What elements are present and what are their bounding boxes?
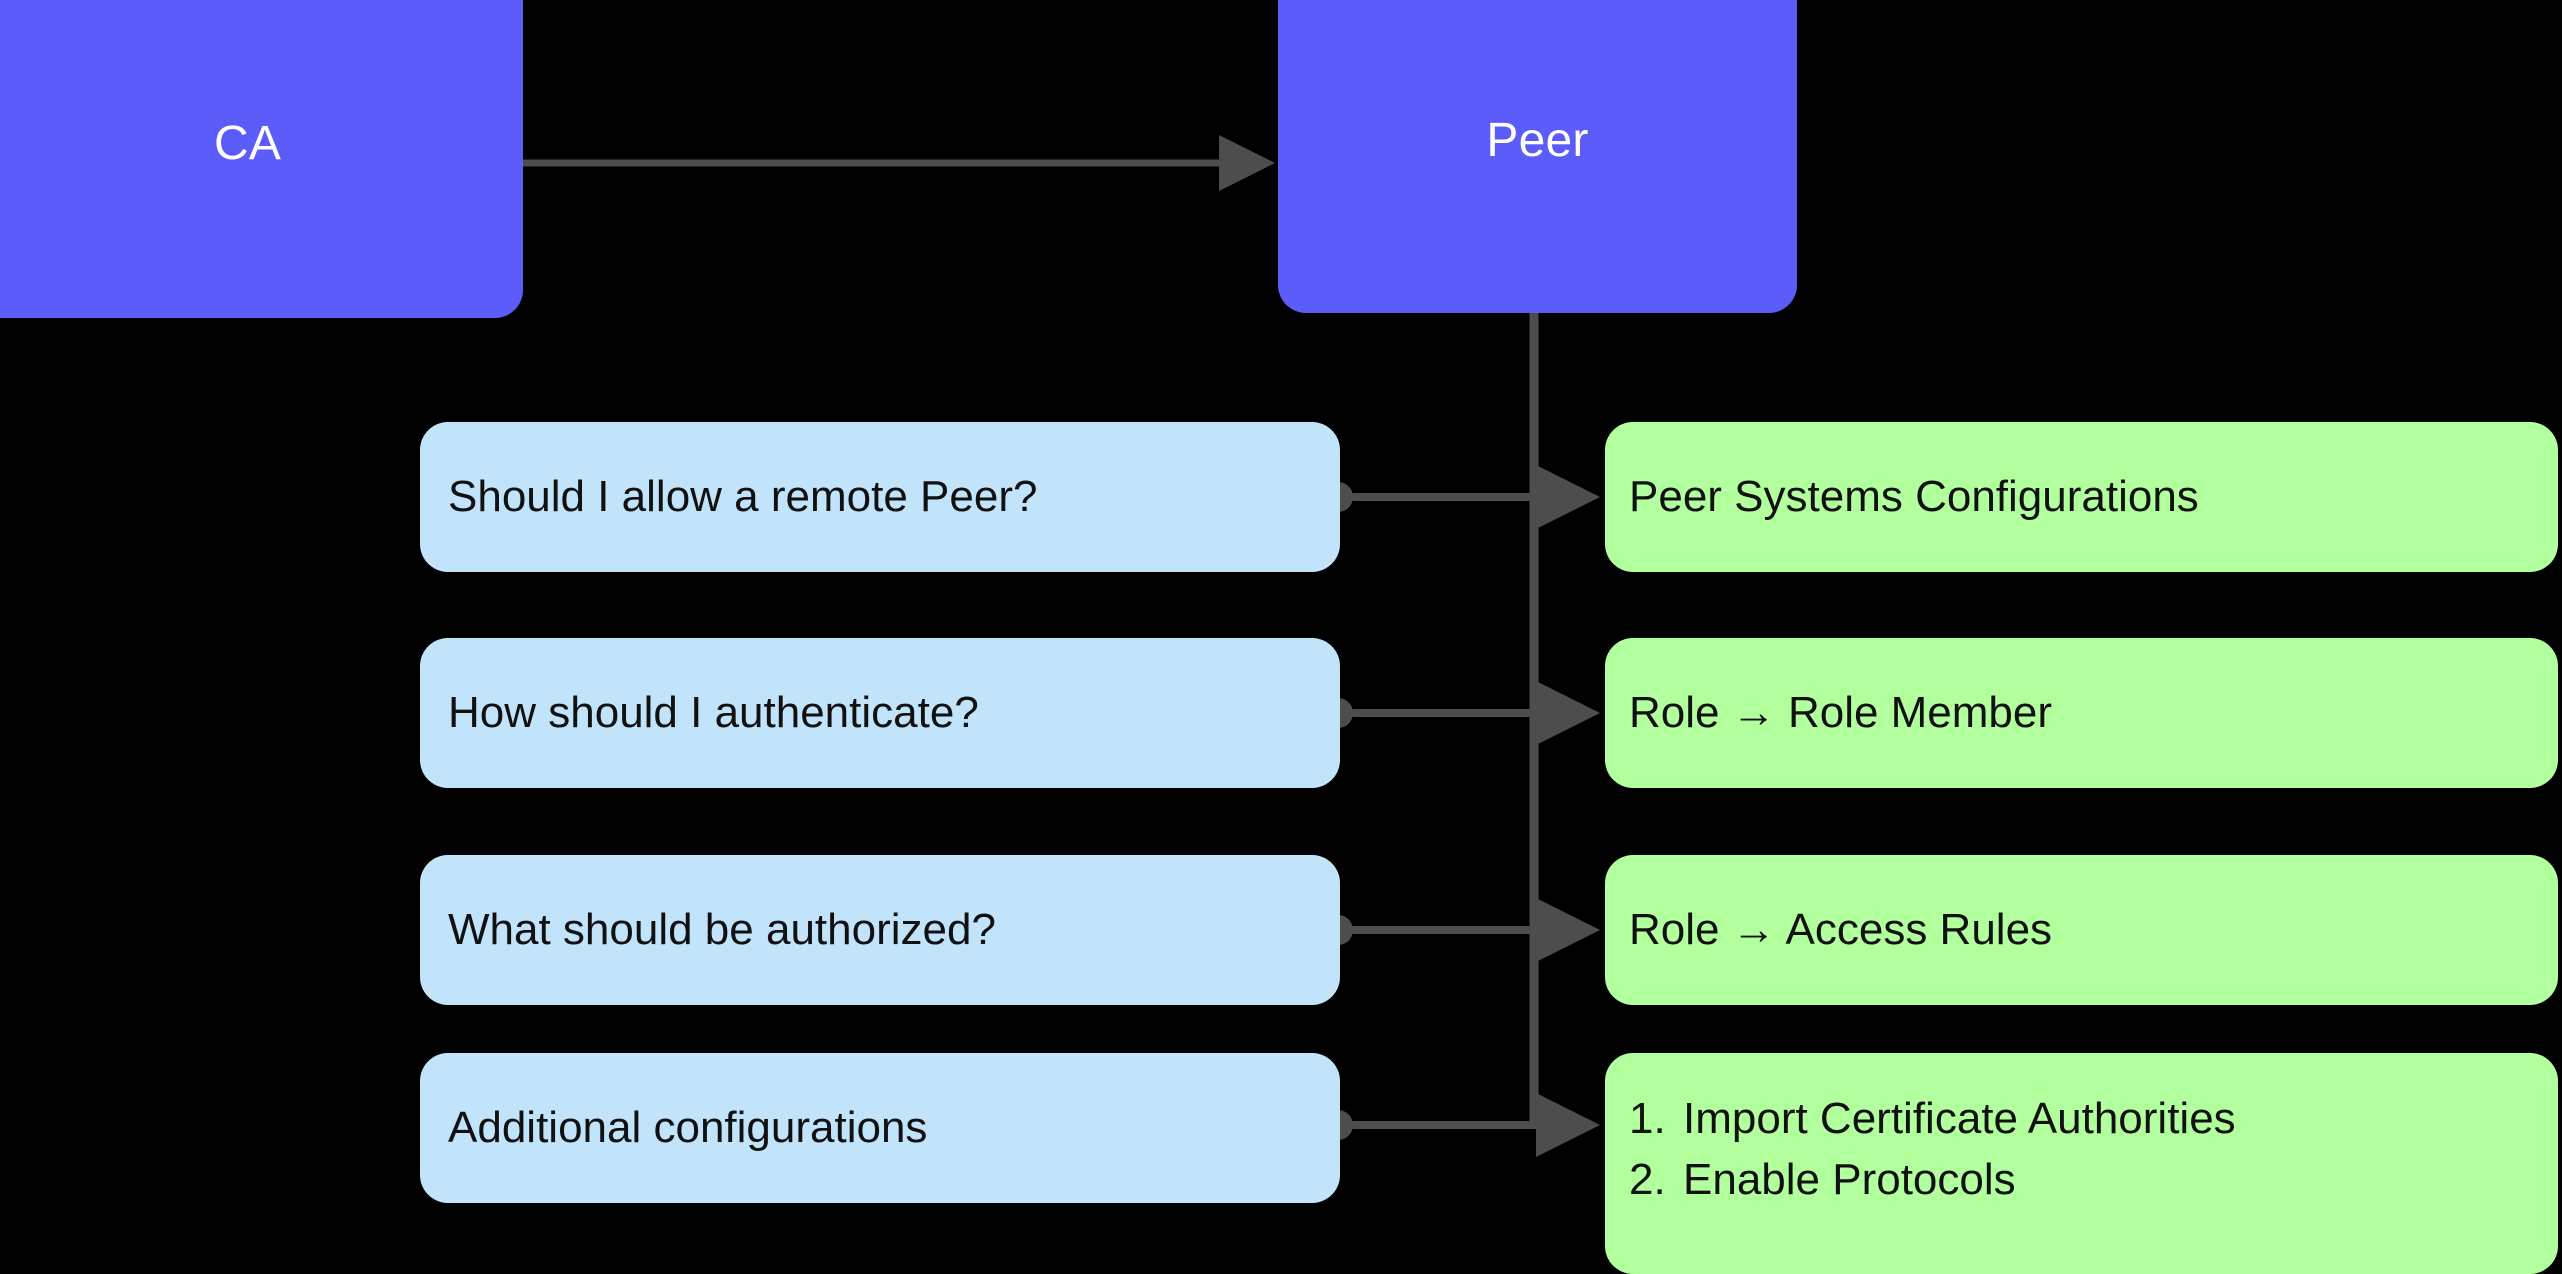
list-item: 2. Enable Protocols [1629,1150,2236,1211]
node-question-1-label: Should I allow a remote Peer? [448,471,1038,521]
node-answer-2-label: Role → Role Member [1629,687,2053,737]
list-item-number: 1. [1629,1094,1666,1143]
node-answer-3-label: Role → Access Rules [1629,904,2053,954]
node-answer-3[interactable]: Role → Access Rules [1605,855,2558,1005]
node-ca-label: CA [213,116,282,170]
node-ca[interactable]: CA [0,0,523,318]
node-question-3[interactable]: What should be authorized? [420,855,1340,1005]
answer-4-list: 1. Import Certificate Authorities 2. Ena… [1629,1089,2236,1210]
edge-q4-to-a4 [1323,1093,1600,1157]
node-question-2[interactable]: How should I authenticate? [420,638,1340,788]
list-item: 1. Import Certificate Authorities [1629,1089,2236,1150]
node-answer-4[interactable]: 1. Import Certificate Authorities 2. Ena… [1605,1053,2558,1274]
node-answer-2[interactable]: Role → Role Member [1605,638,2558,788]
node-question-2-label: How should I authenticate? [448,687,979,737]
list-item-number: 2. [1629,1154,1666,1204]
edge-q2-to-a2 [1323,681,1600,745]
edge-q3-to-a3 [1323,898,1600,962]
node-answer-1[interactable]: Peer Systems Configurations [1605,422,2558,572]
node-question-3-label: What should be authorized? [448,904,996,954]
node-question-4[interactable]: Additional configurations [420,1053,1340,1203]
node-peer-label: Peer [1486,114,1589,168]
list-item-text: Import Certificate Authorities [1683,1094,2236,1143]
node-question-1[interactable]: Should I allow a remote Peer? [420,422,1340,572]
node-answer-1-label: Peer Systems Configurations [1629,471,2199,521]
node-peer[interactable]: Peer [1278,0,1797,313]
node-question-4-label: Additional configurations [448,1102,928,1152]
edge-q1-to-a1 [1323,465,1600,529]
list-item-text: Enable Protocols [1683,1154,2016,1204]
